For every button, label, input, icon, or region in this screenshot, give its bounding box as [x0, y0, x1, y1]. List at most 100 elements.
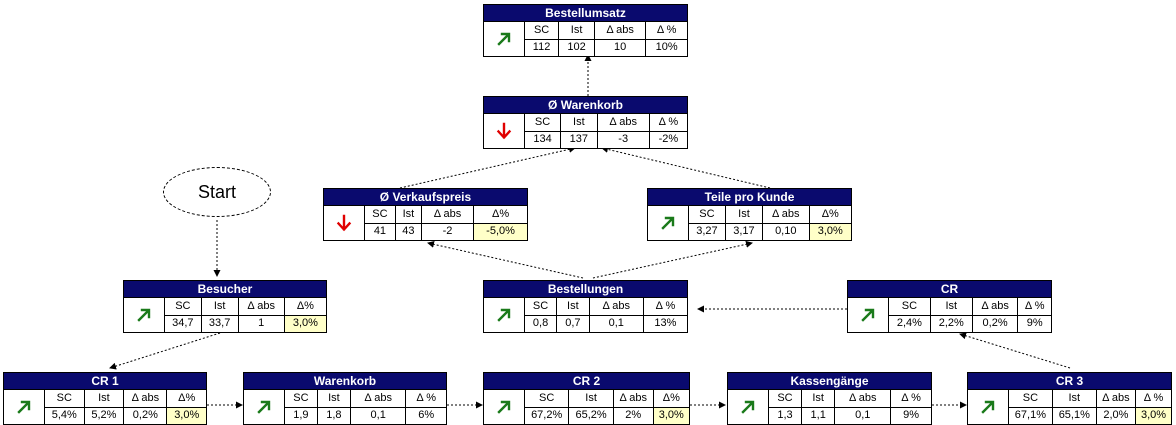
- trend-cell: [484, 22, 525, 56]
- trend-cell: [124, 298, 165, 332]
- value-delta-abs: 2%: [613, 407, 654, 424]
- header-delta-abs: Δ abs: [597, 114, 650, 132]
- header-sc: SC: [165, 298, 202, 316]
- kpi-box-teile-pro-kunde: Teile pro Kunde SC Ist Δ abs Δ% 3,27 3,1…: [647, 188, 852, 241]
- trend-cell: [728, 390, 769, 424]
- kpi-table: SC Ist Δ abs Δ% 5,4% 5,2% 0,2% 3,0%: [45, 390, 206, 424]
- trend-down-icon: [496, 122, 512, 140]
- value-delta-abs: -2: [421, 223, 475, 240]
- kpi-table: SC Ist Δ abs Δ % 1,3 1,1 0,1 9%: [769, 390, 931, 424]
- value-delta-abs: 0,10: [762, 223, 810, 240]
- trend-cell: [648, 206, 689, 240]
- value-sc: 67,2%: [525, 407, 570, 424]
- value-delta-pct: -5,0%: [473, 223, 527, 240]
- value-sc: 2,4%: [889, 315, 931, 332]
- kpi-value-row: 5,4% 5,2% 0,2% 3,0%: [45, 407, 206, 424]
- header-sc: SC: [285, 390, 318, 408]
- trend-up-icon: [741, 400, 755, 414]
- kpi-title: Warenkorb: [244, 373, 446, 390]
- header-sc: SC: [525, 114, 562, 132]
- kpi-header-row: SC Ist Δ abs Δ %: [769, 390, 931, 408]
- header-delta-pct: Δ%: [809, 206, 851, 224]
- header-delta-abs: Δ abs: [350, 390, 407, 408]
- kpi-value-row: 0,8 0,7 0,1 13%: [525, 315, 687, 332]
- value-sc: 5,4%: [45, 407, 85, 424]
- kpi-table: SC Ist Δ abs Δ % 1,9 1,8 0,1 6%: [285, 390, 446, 424]
- kpi-box-bestellungen: Bestellungen SC Ist Δ abs Δ % 0,8 0,7 0,…: [483, 280, 688, 333]
- kpi-box-verkaufspreis: Ø Verkaufspreis SC Ist Δ abs Δ% 41 43 -2…: [323, 188, 528, 241]
- connector-verkaufspreis-to-warenkorb-avg: [399, 145, 576, 189]
- value-delta-abs: 0,2%: [972, 315, 1019, 332]
- header-delta-pct: Δ%: [284, 298, 326, 316]
- value-ist: 1,1: [801, 407, 836, 424]
- kpi-title: Ø Verkaufspreis: [324, 189, 527, 206]
- value-sc: 0,8: [525, 315, 558, 332]
- start-label: Start: [197, 181, 236, 202]
- value-delta-pct: 3,0%: [1135, 407, 1171, 424]
- kpi-value-row: 3,27 3,17 0,10 3,0%: [689, 223, 851, 240]
- header-ist: Ist: [725, 206, 764, 224]
- kpi-value-row: 41 43 -2 -5,0%: [365, 223, 527, 240]
- header-ist: Ist: [84, 390, 125, 408]
- value-ist: 2,2%: [930, 315, 973, 332]
- header-sc: SC: [365, 206, 396, 224]
- kpi-box-warenkorb: Warenkorb SC Ist Δ abs Δ % 1,9 1,8 0,1 6…: [243, 372, 447, 425]
- kpi-header-row: SC Ist Δ abs Δ %: [285, 390, 446, 408]
- trend-cell: [484, 298, 525, 332]
- header-delta-pct: Δ %: [1017, 298, 1051, 316]
- header-delta-pct: Δ%: [473, 206, 527, 224]
- header-delta-abs: Δ abs: [1096, 390, 1137, 408]
- value-delta-abs: -3: [597, 131, 650, 148]
- value-ist: 65,1%: [1052, 407, 1097, 424]
- trend-up-icon: [137, 308, 151, 322]
- trend-up-icon: [661, 216, 675, 230]
- header-sc: SC: [525, 298, 558, 316]
- value-delta-abs: 2,0%: [1096, 407, 1137, 424]
- value-ist: 0,7: [556, 315, 590, 332]
- header-ist: Ist: [801, 390, 836, 408]
- trend-cell: [968, 390, 1009, 424]
- value-delta-pct: 13%: [654, 317, 677, 330]
- header-delta-pct: Δ%: [653, 390, 689, 408]
- trend-down-icon: [336, 214, 352, 232]
- connector-bestellungen-to-verkaufspreis: [427, 240, 584, 279]
- value-delta-pct: 9%: [1026, 317, 1043, 330]
- kpi-box-bestellumsatz: Bestellumsatz SC Ist Δ abs Δ % 112 102 1…: [483, 4, 688, 57]
- kpi-header-row: SC Ist Δ abs Δ%: [525, 390, 689, 408]
- value-sc: 112: [525, 39, 560, 56]
- header-ist: Ist: [930, 298, 973, 316]
- kpi-header-row: SC Ist Δ abs Δ %: [889, 298, 1051, 316]
- connector-besucher-to-cr1: [109, 332, 221, 370]
- header-delta-abs: Δ abs: [589, 298, 644, 316]
- trend-cell: [484, 390, 525, 424]
- value-delta-abs: 0,2%: [123, 407, 168, 424]
- value-sc: 34,7: [165, 315, 202, 332]
- trend-up-icon: [981, 400, 995, 414]
- kpi-title: CR 1: [4, 373, 206, 390]
- value-delta-pct: -2%: [658, 133, 679, 146]
- kpi-table: SC Ist Δ abs Δ % 0,8 0,7 0,1 13%: [525, 298, 687, 332]
- kpi-header-row: SC Ist Δ abs Δ%: [365, 206, 527, 224]
- value-delta-abs: 0,1: [350, 407, 407, 424]
- kpi-table: SC Ist Δ abs Δ% 3,27 3,17 0,10 3,0%: [689, 206, 851, 240]
- value-ist: 1,8: [317, 407, 351, 424]
- header-delta-abs: Δ abs: [613, 390, 654, 408]
- value-ist: 43: [395, 223, 422, 240]
- start-node: Start: [163, 167, 271, 217]
- header-delta-abs: Δ abs: [834, 390, 892, 408]
- kpi-value-row: 1,3 1,1 0,1 9%: [769, 407, 931, 424]
- trend-up-icon: [497, 32, 511, 46]
- header-ist: Ist: [556, 298, 590, 316]
- trend-cell: [848, 298, 889, 332]
- kpi-box-cr3: CR 3 SC Ist Δ abs Δ % 67,1% 65,1% 2,0% 3…: [967, 372, 1172, 425]
- trend-cell: [4, 390, 45, 424]
- value-delta-abs: 10: [594, 39, 647, 56]
- value-ist: 137: [560, 131, 598, 148]
- kpi-table: SC Ist Δ abs Δ% 67,2% 65,2% 2% 3,0%: [525, 390, 689, 424]
- value-delta-abs: 1: [238, 315, 285, 332]
- kpi-header-row: SC Ist Δ abs Δ %: [1009, 390, 1171, 408]
- trend-up-icon: [861, 308, 875, 322]
- header-sc: SC: [769, 390, 802, 408]
- value-delta-abs: 0,1: [834, 407, 892, 424]
